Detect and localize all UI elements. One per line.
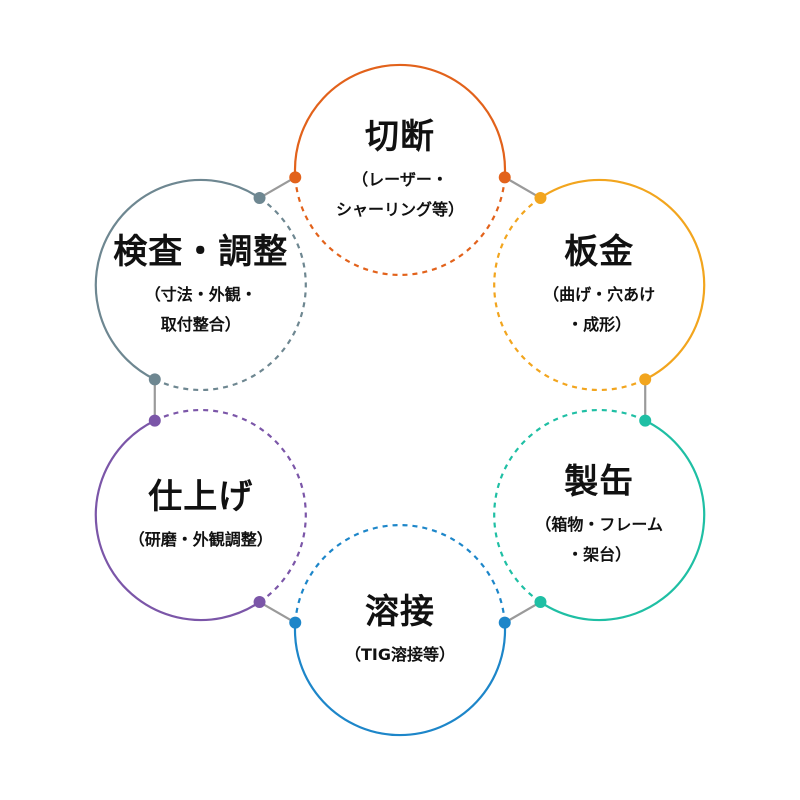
step-welding-in-dot xyxy=(498,616,511,629)
step-cutting-detail-line: シャーリング等） xyxy=(335,200,464,219)
step-inspection-out-dot xyxy=(253,191,266,204)
step-finishing-detail-line: （研磨・外観調整） xyxy=(128,530,273,549)
step-sheetmetal-title: 板金 xyxy=(564,232,635,272)
step-cutting-solid-arc xyxy=(293,63,507,178)
step-inspection-detail-line: 取付整合） xyxy=(160,315,241,334)
step-cutting-detail-line: （レーザー・ xyxy=(352,170,448,189)
step-cutting-out-dot xyxy=(498,171,511,184)
connector-inspection-to-cutting xyxy=(258,176,296,199)
connector-cutting-to-sheetmetal xyxy=(504,176,542,199)
connector-fabrication-to-welding xyxy=(504,601,542,624)
step-inspection-title: 検査・調整 xyxy=(113,232,289,272)
step-finishing-title: 仕上げ xyxy=(148,477,254,517)
step-sheetmetal-detail: （曲げ・穴あけ ・成形） xyxy=(499,280,699,340)
step-welding-title: 溶接 xyxy=(365,592,435,632)
step-cutting-title: 切断 xyxy=(365,117,435,157)
step-finishing-solid-arc xyxy=(94,419,261,622)
step-sheetmetal-detail-line: （曲げ・穴あけ xyxy=(543,285,656,304)
step-inspection-detail-line: （寸法・外観・ xyxy=(144,285,257,304)
step-welding-solid-arc xyxy=(293,622,507,737)
step-fabrication: 製缶 （箱物・フレーム ・架台） xyxy=(499,460,699,570)
step-welding-detail: （TIG溶接等） xyxy=(300,640,500,670)
step-inspection-detail: （寸法・外観・ 取付整合） xyxy=(101,280,301,340)
step-fabrication-detail-line: ・架台） xyxy=(567,545,632,564)
step-fabrication-detail: （箱物・フレーム ・架台） xyxy=(499,510,699,570)
step-sheetmetal-out-dot xyxy=(639,373,652,386)
step-fabrication-title: 製缶 xyxy=(564,462,635,502)
step-cutting: 切断 （レーザー・ シャーリング等） xyxy=(300,115,500,225)
step-welding-out-dot xyxy=(289,616,302,629)
step-fabrication-solid-arc xyxy=(539,419,706,622)
step-sheetmetal-in-dot xyxy=(534,191,547,204)
step-fabrication-detail-line: （箱物・フレーム xyxy=(535,515,663,534)
step-fabrication-in-dot xyxy=(639,414,652,427)
step-cutting-detail: （レーザー・ シャーリング等） xyxy=(300,165,500,225)
step-finishing-detail: （研磨・外観調整） xyxy=(101,525,301,555)
step-sheetmetal-detail-line: ・成形） xyxy=(567,315,632,334)
step-welding: 溶接 （TIG溶接等） xyxy=(300,590,500,670)
step-inspection: 検査・調整 （寸法・外観・ 取付整合） xyxy=(101,230,301,340)
step-finishing: 仕上げ （研磨・外観調整） xyxy=(101,475,301,555)
step-sheetmetal: 板金 （曲げ・穴あけ ・成形） xyxy=(499,230,699,340)
step-fabrication-out-dot xyxy=(534,596,547,609)
step-welding-detail-line: （TIG溶接等） xyxy=(344,645,455,664)
step-finishing-in-dot xyxy=(253,596,266,609)
connector-welding-to-finishing xyxy=(258,601,296,624)
step-cutting-in-dot xyxy=(289,171,302,184)
step-finishing-out-dot xyxy=(148,414,161,427)
step-inspection-in-dot xyxy=(148,373,161,386)
step-inspection-solid-arc xyxy=(94,178,261,381)
step-sheetmetal-solid-arc xyxy=(539,178,706,381)
